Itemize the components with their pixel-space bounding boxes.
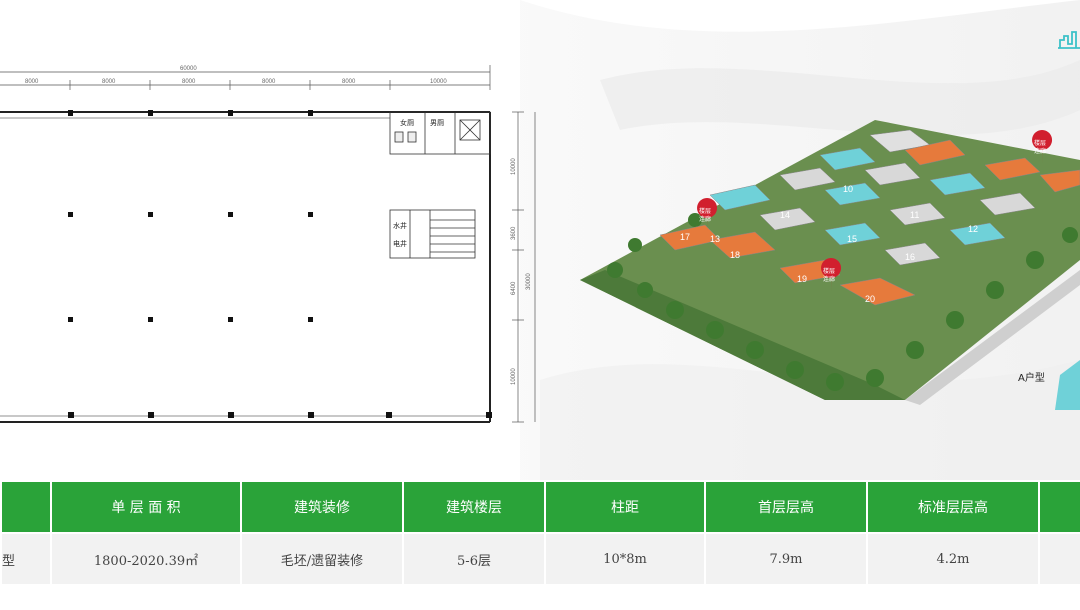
segment-dim-2: 8000	[102, 79, 116, 85]
corridor-pin-3: 楼层 连廊	[1032, 130, 1053, 164]
segment-dim-4: 8000	[262, 79, 276, 85]
total-height-dim: 30000	[526, 273, 532, 290]
spec-table-header-row: 单 层 面 积 建筑装修 建筑楼层 柱距 首层层高 标准层层高	[2, 482, 1080, 532]
building-number-19: 19	[797, 274, 807, 284]
spec-cell-standard-floor-height: 4.2m	[868, 532, 1038, 584]
top-dimension-lines	[0, 65, 491, 90]
spec-cell-first-floor-height: 7.9m	[706, 532, 866, 584]
female-wc-label: 女厕	[400, 118, 414, 127]
building-number-12: 12	[968, 224, 978, 234]
spec-header-standard-floor-height: 标准层层高	[868, 482, 1038, 532]
right-dimension-lines	[512, 111, 536, 423]
spec-cell-7	[1040, 532, 1080, 584]
spec-cell-column-spacing: 10*8m	[546, 532, 704, 584]
spec-cell-type: 型	[2, 532, 50, 584]
elec-well-label: 电井	[393, 239, 407, 248]
building-number-14: 14	[780, 210, 790, 220]
right-dim-2: 3600	[511, 226, 517, 240]
trees	[607, 213, 1078, 391]
corridor-pin-1: 楼层 连廊	[697, 198, 718, 232]
corridor-pin-3-line1: 楼层	[1034, 139, 1046, 147]
segment-dim-1: 8000	[25, 79, 39, 85]
building-outline	[0, 111, 491, 423]
male-wc-label: 男厕	[430, 119, 444, 127]
right-dim-4: 10000	[511, 368, 517, 385]
building-number-17: 17	[680, 232, 690, 242]
total-width-dim: 60000	[180, 66, 197, 72]
water-area	[1055, 360, 1080, 410]
corridor-pin-1-line1: 楼层	[699, 207, 711, 215]
floor-plan-drawing: 60000 8000 8000 8000 8000 8000 10000 女厕 …	[0, 65, 536, 423]
spec-header-floors: 建筑楼层	[404, 482, 544, 532]
campus-aerial-render: 10 11 12 13 14 15 16 17 18 19 20 楼层 连廊 楼…	[580, 120, 1080, 410]
right-dim-3: 6400	[511, 281, 517, 295]
spec-cell-decoration: 毛坯/遗留装修	[242, 532, 402, 584]
water-well-label: 水井	[393, 221, 407, 230]
brand-logo-icon	[1058, 31, 1080, 49]
column-grid	[68, 110, 492, 418]
site-road	[905, 270, 1080, 405]
segment-dim-6: 10000	[430, 79, 447, 85]
corridor-pin-1-line2: 连廊	[699, 215, 711, 223]
corridor-pin-2-line2: 连廊	[823, 275, 835, 283]
building-number-18: 18	[730, 250, 740, 260]
building-number-15: 15	[847, 234, 857, 244]
spec-table-row: 型 1800-2020.39㎡ 毛坯/遗留装修 5-6层 10*8m 7.9m …	[2, 532, 1080, 584]
stair-core	[389, 209, 476, 259]
spec-header-7	[1040, 482, 1080, 532]
spec-header-first-floor-height: 首层层高	[706, 482, 866, 532]
spec-cell-floors: 5-6层	[404, 532, 544, 584]
unit-type-label: A户型	[1018, 373, 1045, 384]
spec-header-decoration: 建筑装修	[242, 482, 402, 532]
building-number-13: 13	[710, 234, 720, 244]
corridor-pin-2: 楼层 连廊	[821, 258, 842, 292]
segment-dim-3: 8000	[182, 79, 196, 85]
toilet-core	[389, 111, 491, 155]
corridor-pin-2-line1: 楼层	[823, 267, 835, 275]
building-number-16: 16	[905, 252, 915, 262]
building-number-10: 10	[843, 184, 853, 194]
spec-header-floor-area: 单 层 面 积	[52, 482, 240, 532]
segment-dim-5: 8000	[342, 79, 356, 85]
spec-cell-floor-area: 1800-2020.39㎡	[52, 532, 240, 584]
building-number-20: 20	[865, 294, 875, 304]
building-number-11: 11	[910, 210, 919, 220]
spec-header-column-spacing: 柱距	[546, 482, 704, 532]
spec-header-0	[2, 482, 50, 532]
bottom-band	[0, 586, 1080, 610]
spec-table: 单 层 面 积 建筑装修 建筑楼层 柱距 首层层高 标准层层高 型 1800-2…	[0, 482, 1080, 584]
corridor-pin-3-line2: 连廊	[1034, 147, 1046, 155]
right-dim-1: 10000	[511, 158, 517, 175]
